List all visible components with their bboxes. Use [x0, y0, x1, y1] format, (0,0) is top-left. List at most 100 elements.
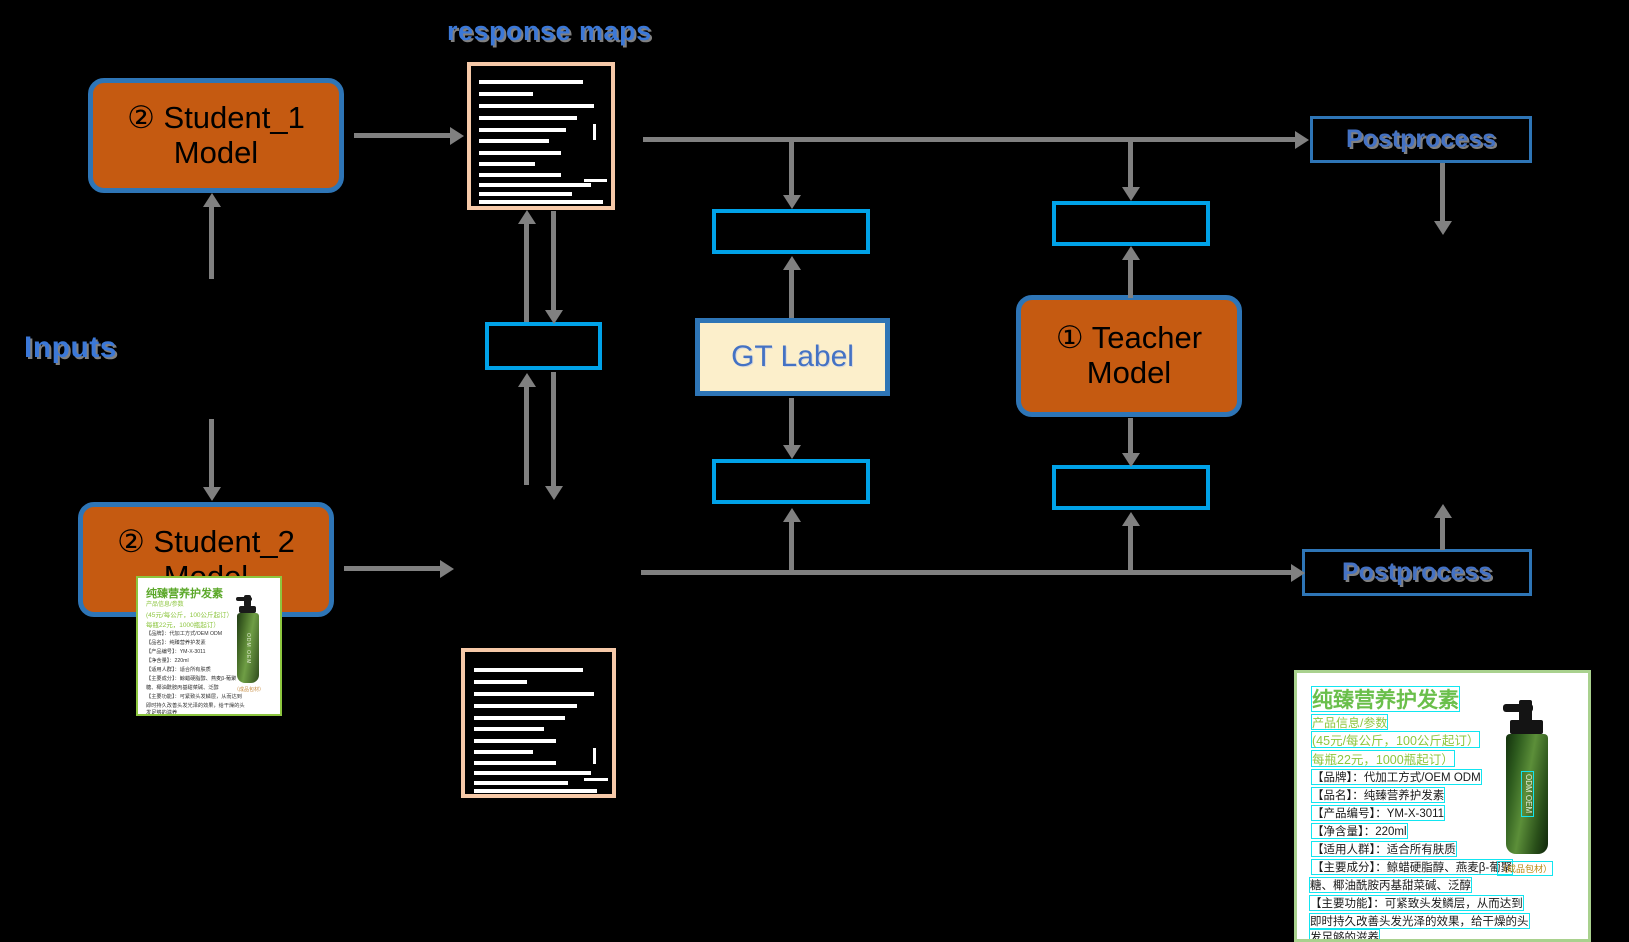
arrowhead-gt-to-lossbox-top	[783, 256, 801, 270]
output-price-1: (45元/每公斤，100公斤起订）	[1311, 731, 1481, 748]
arrow-postprocess-bottom-to-output	[1440, 516, 1445, 550]
diagram-canvas: response maps Inputs ② Student_1 Model ②…	[24, 16, 1591, 942]
input-card-row: 发足够的滋养	[146, 710, 178, 716]
input-product-card: 纯臻营养护发素 产品信息/参数 (45元/每公斤，100公斤起订） 每瓶22元，…	[136, 576, 282, 716]
arrowhead-middlebox-to-respmap-top	[518, 210, 536, 224]
arrow-bus-top	[643, 137, 1295, 142]
arrowhead-postprocess-top-to-output	[1434, 221, 1452, 235]
student-1-line-1: ② Student_1	[127, 99, 305, 135]
arrowhead-student2-to-respmap	[440, 560, 454, 578]
teacher-line-2: Model	[1086, 355, 1172, 390]
gt-label-text: GT Label	[731, 340, 854, 373]
input-card-price-2: 每瓶22元，1000瓶起订）	[146, 622, 220, 629]
output-bottle-text: ODM OEM	[1521, 771, 1534, 817]
output-subtitle: 产品信息/参数	[1311, 714, 1389, 730]
output-row: 即时持久改善头发光泽的效果，给干燥的头	[1309, 913, 1530, 929]
output-price-2: 每瓶22元，1000瓶起订）	[1311, 750, 1455, 767]
output-product-panel: 纯臻营养护发素 产品信息/参数 (45元/每公斤，100公斤起订） 每瓶22元，…	[1294, 670, 1591, 942]
output-bottle-neck	[1510, 720, 1543, 734]
output-row: 【净含量】：220ml	[1311, 823, 1408, 839]
arrowhead-student1-to-respmap	[450, 127, 464, 145]
arrow-input-to-student1	[209, 205, 214, 279]
input-card-title: 纯臻营养护发素	[146, 588, 223, 600]
input-card-row: 【主要功能】：可紧致头发鳞层，从而达到	[146, 694, 242, 700]
student-1-model-box[interactable]: ② Student_1 Model	[88, 78, 344, 193]
output-row: 发足够的滋养	[1309, 929, 1380, 939]
output-row: 【主要功能】：可紧致头发鳞层，从而达到	[1309, 895, 1524, 911]
response-map-top	[467, 62, 615, 210]
arrowhead-teacher-to-lossbox-bottom	[1122, 453, 1140, 467]
loss-box-teacher-bottom[interactable]	[1052, 465, 1210, 510]
input-card-row: 即时持久改善头发光泽的效果，给干燥的头	[146, 703, 245, 709]
teacher-model-box[interactable]: ① Teacher Model	[1016, 295, 1242, 417]
arrowhead-postprocess-bottom-to-output	[1434, 504, 1452, 518]
teacher-line-1: ① Teacher	[1055, 320, 1203, 356]
input-card-row: 【适用人群】：适合所有肤质	[146, 667, 211, 673]
student-2-line-1: ② Student_2	[117, 523, 295, 559]
arrow-postprocess-top-to-output	[1440, 163, 1445, 221]
arrowhead-bus-bottom	[1291, 564, 1305, 582]
arrow-student2-to-respmap	[344, 566, 440, 571]
input-card-row: 【净含量】：220ml	[146, 658, 189, 664]
arrow-respmap-bottom-to-middlebox	[524, 385, 529, 485]
arrow-busbottom-to-teacher-lossbox	[1128, 524, 1133, 572]
arrow-respmap-top-to-middlebox	[551, 211, 556, 310]
postprocess-bottom-label: Postprocess	[1341, 558, 1493, 586]
response-map-bottom	[461, 648, 616, 798]
loss-box-teacher-top[interactable]	[1052, 201, 1210, 246]
postprocess-top-box[interactable]: Postprocess	[1310, 116, 1532, 163]
output-row: 【品名】：纯臻营养护发素	[1311, 787, 1446, 803]
arrow-teacher-to-lossbox-bottom	[1128, 418, 1133, 453]
arrow-student1-to-respmap	[354, 133, 450, 138]
arrow-middlebox-to-respmap-bottom	[551, 372, 556, 486]
input-card-row: 【主要成分】：鲸蜡硬脂醇、燕麦β-葡聚	[146, 676, 237, 682]
input-bottle-caption: （成品包材）	[234, 687, 265, 693]
arrowhead-gt-to-lossbox-bottom	[783, 445, 801, 459]
input-card-row: 【品名】：纯臻营养护发素	[146, 640, 206, 646]
arrow-bus-bottom	[641, 570, 1291, 575]
postprocess-bottom-box[interactable]: Postprocess	[1302, 549, 1532, 596]
input-bottle-nozzle	[236, 597, 252, 601]
gt-label-box[interactable]: GT Label	[695, 318, 890, 396]
input-bottle-cap	[244, 595, 251, 607]
student-1-line-2: Model	[173, 134, 259, 170]
postprocess-top-label: Postprocess	[1345, 125, 1497, 153]
arrowhead-teacher-to-lossbox-top	[1122, 246, 1140, 260]
arrowhead-middlebox-to-respmap-bottom	[545, 486, 563, 500]
arrow-input-to-student2	[209, 419, 214, 487]
arrow-bustop-to-gt-lossbox	[789, 137, 794, 195]
loss-box-gt-top[interactable]	[712, 209, 870, 254]
input-card-price-1: (45元/每公斤，100公斤起订）	[146, 612, 234, 619]
inputs-label: Inputs	[24, 331, 117, 364]
input-card-row: 【产品编号】：YM-X-3011	[146, 649, 206, 655]
arrow-busbottom-to-gt-lossbox	[789, 520, 794, 572]
output-row: 糖、椰油酰胺丙基甜菜碱、泛醇	[1309, 877, 1472, 893]
input-bottle-neck	[239, 606, 256, 613]
arrow-gt-to-lossbox-bottom	[789, 398, 794, 445]
arrowhead-bustop-to-gt-lossbox	[783, 195, 801, 209]
arrowhead-input-to-student2	[203, 487, 221, 501]
arrow-teacher-to-lossbox-top	[1128, 258, 1133, 298]
arrow-gt-to-lossbox-top	[789, 268, 794, 318]
arrowhead-respmap-top-to-middlebox	[545, 310, 563, 324]
arrowhead-bustop-to-teacher-lossbox	[1122, 187, 1140, 201]
arrowhead-busbottom-to-teacher-lossbox	[1122, 512, 1140, 526]
loss-box-gt-bottom[interactable]	[712, 459, 870, 504]
output-row: 【主要成分】：鲸蜡硬脂醇、燕麦β-葡聚	[1311, 859, 1514, 875]
output-bottle-nozzle	[1503, 704, 1533, 712]
output-row: 【适用人群】：适合所有肤质	[1311, 841, 1457, 857]
input-card-row: 糖、椰油酰胺丙基甜菜碱、泛醇	[146, 685, 219, 691]
arrowhead-bus-top	[1295, 131, 1309, 149]
output-row: 【品牌】：代加工方式/OEM ODM	[1311, 769, 1482, 785]
output-title: 纯臻营养护发素	[1311, 686, 1460, 712]
arrowhead-respmap-bottom-to-middlebox	[518, 373, 536, 387]
output-bottle-caption: （成品包材）	[1497, 861, 1554, 876]
feature-box-middle[interactable]	[485, 322, 602, 370]
input-card-subtitle: 产品信息/参数	[146, 602, 184, 608]
response-maps-title: response maps	[447, 16, 652, 46]
arrowhead-busbottom-to-gt-lossbox	[783, 508, 801, 522]
input-bottle-body	[237, 613, 259, 683]
arrow-bustop-to-teacher-lossbox	[1128, 137, 1133, 187]
arrowhead-input-to-student1	[203, 193, 221, 207]
input-bottle-text: ODM OEM	[245, 633, 251, 665]
